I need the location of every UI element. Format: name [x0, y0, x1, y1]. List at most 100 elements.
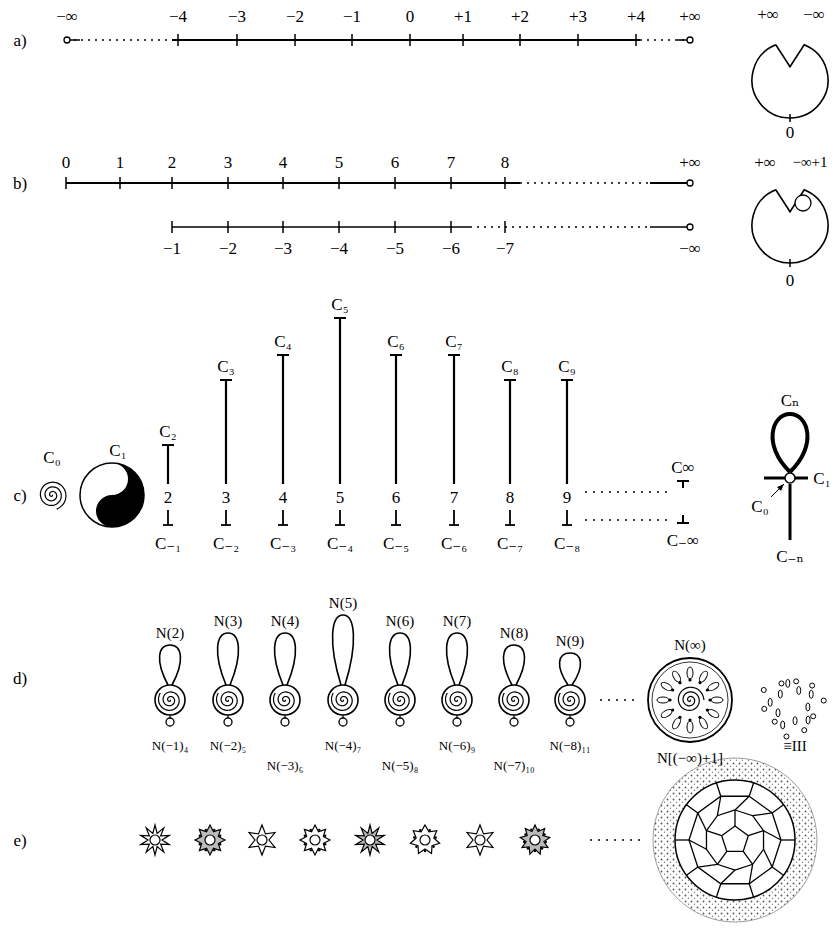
stroke-line: [682, 481, 684, 488]
stroke-line: [789, 484, 792, 540]
small-dot: [671, 688, 674, 691]
spiral: [678, 687, 704, 710]
spiral: [217, 692, 238, 710]
label: C₋₁: [155, 535, 181, 552]
star-dot: [424, 850, 426, 852]
stroke-line: [590, 839, 640, 841]
small-dot: [671, 708, 674, 711]
balloon-loop: [218, 633, 239, 685]
label: N(8): [500, 626, 528, 641]
star-dot: [435, 836, 437, 838]
stroke-line: [706, 831, 721, 836]
fullerene-edge: [722, 826, 749, 851]
infinity-circle: [752, 45, 828, 118]
label: −4: [330, 240, 348, 257]
stroke-line: [698, 813, 707, 831]
fullerene-halo: [653, 758, 817, 922]
label: N(−5)₈: [382, 759, 418, 772]
spiral: [40, 482, 66, 509]
star-dot: [415, 846, 417, 848]
circle-mark: [785, 473, 795, 483]
spiral: [332, 692, 353, 710]
label: N(−1)₄: [152, 739, 188, 752]
label: −3: [228, 8, 246, 25]
star-dot: [530, 828, 532, 830]
circle-mark: [281, 718, 289, 726]
label: N(−7)₁₀: [494, 759, 535, 772]
stroke-line: [338, 177, 340, 189]
circle-mark: [150, 835, 160, 845]
star-shape: [249, 825, 275, 855]
stroke-line: [172, 39, 640, 41]
stroke-line: [227, 177, 229, 189]
small-dot: [698, 681, 701, 684]
circle-mark: [224, 718, 232, 726]
stroke-line: [749, 884, 753, 897]
scatter-loop: [781, 721, 785, 729]
star-dot: [219, 835, 221, 837]
stroke-line: [453, 355, 455, 484]
small-dot: [688, 678, 691, 681]
label: 5: [336, 489, 345, 506]
circle-mark: [80, 463, 144, 527]
balloon-loop: [275, 633, 296, 685]
label: +3: [569, 8, 587, 25]
stroke-line: [409, 34, 411, 46]
scatter-loop: [806, 703, 810, 711]
label: −2: [286, 8, 304, 25]
label: −∞+1: [792, 155, 827, 170]
scatter-dot: [810, 683, 815, 688]
stroke-line: [504, 221, 506, 233]
label: C₉: [558, 358, 575, 375]
label: C₇: [445, 333, 462, 350]
small-loop: [657, 697, 669, 703]
small-dot: [678, 716, 681, 719]
fullerene-edge: [706, 810, 763, 870]
stroke-line: [734, 810, 735, 826]
star-shape: [520, 825, 550, 854]
label: −3: [274, 240, 292, 257]
small-loop: [671, 670, 682, 683]
star-shape: [195, 825, 225, 855]
stroke-line: [391, 524, 401, 526]
label: C₄: [274, 333, 291, 350]
label: 3: [224, 154, 233, 171]
label: 9: [563, 489, 572, 506]
label: N(−3)₆: [267, 759, 303, 772]
label: N(5): [329, 596, 357, 611]
stroke-line: [221, 524, 231, 526]
label: −1: [343, 8, 361, 25]
stroke-line: [282, 355, 284, 484]
circle-mark: [339, 718, 347, 726]
stroke-line: [236, 34, 238, 46]
fullerene-edge: [689, 796, 781, 883]
label: e): [13, 832, 26, 849]
stroke-line: [585, 519, 668, 521]
stroke-line: [585, 491, 668, 493]
stroke-line: [163, 524, 173, 526]
balloon-loop: [160, 645, 181, 685]
label: C₃: [217, 358, 234, 375]
label: +4: [627, 8, 645, 25]
circle-mark: [499, 685, 529, 715]
circle-mark: [453, 718, 461, 726]
small-dot: [706, 688, 709, 691]
star-dot: [527, 847, 529, 849]
stroke-line: [650, 226, 690, 228]
label: 6: [392, 489, 401, 506]
small-loop: [698, 717, 709, 730]
stroke-line: [470, 226, 650, 228]
stroke-line: [682, 515, 684, 523]
scatter-loop: [778, 690, 782, 698]
label: 0: [786, 124, 795, 141]
stroke-line: [339, 510, 341, 525]
star-shape: [467, 825, 493, 855]
circle-mark: [420, 835, 430, 845]
scatter-loop: [776, 709, 780, 717]
star-dot: [324, 835, 326, 837]
small-dot: [698, 716, 701, 719]
label: C₋₅: [383, 535, 409, 552]
small-loop: [660, 681, 673, 692]
scatter-dot: [821, 698, 826, 703]
